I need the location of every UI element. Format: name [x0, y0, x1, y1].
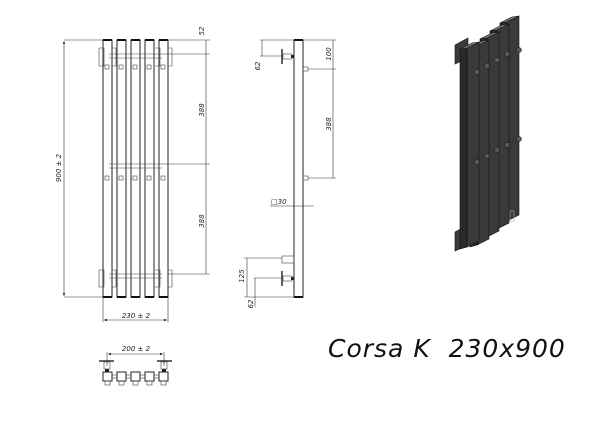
dim-label-62-bottom: 62: [247, 299, 255, 308]
dim-label-388-lower: 388: [198, 214, 206, 228]
front-view: 900 ± 2 52 388 388 230 ± 2: [55, 26, 210, 322]
dim-label-900: 900 ± 2: [55, 153, 63, 182]
top-view: 200 ± 2: [99, 345, 172, 386]
connector-bands: [109, 53, 162, 279]
dim-label-388-side: 388: [325, 117, 333, 131]
side-view: 62 125 62 100 388 □30: [238, 39, 336, 308]
dim-total-height: 900 ± 2: [55, 39, 103, 298]
dim-label-230: 230 ± 2: [122, 312, 151, 320]
dim-label-62-top: 62: [254, 61, 262, 70]
side-top-bracket: [281, 49, 294, 64]
side-bottom-bracket: [281, 271, 294, 286]
dim-total-width: 230 ± 2: [102, 297, 169, 322]
wall-brackets: [98, 47, 173, 288]
dim-label-200: 200 ± 2: [122, 345, 151, 353]
product-title: Corsa K 230x900: [328, 334, 566, 363]
dim-label-388-upper: 388: [198, 103, 206, 117]
dim-label-125: 125: [238, 269, 246, 283]
dim-label-profile-30: □30: [271, 198, 287, 206]
dim-label-100: 100: [325, 47, 333, 61]
dim-right-chain: 52 388 388: [162, 26, 210, 275]
radiator-columns: [102, 39, 169, 298]
isometric-view: [454, 15, 522, 252]
dim-label-52: 52: [198, 26, 206, 35]
square-nipples: [104, 64, 166, 181]
side-column: [293, 39, 304, 298]
